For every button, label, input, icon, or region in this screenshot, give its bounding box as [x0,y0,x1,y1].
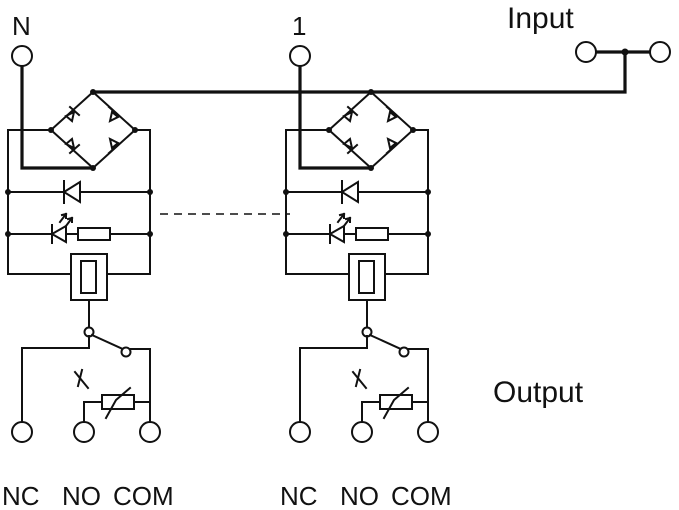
output-label: Output [493,376,584,409]
channel-2-no-label: NO [340,481,379,510]
channel-2-circuit: NC NO COM [280,45,452,510]
channel-2-nc-label: NC [280,481,318,510]
relay-contact [21,326,151,423]
relay-coil [70,253,108,329]
flyback-diode [285,180,429,204]
channel-1-no-label: NO [62,481,101,510]
relay-coil [348,253,386,329]
led-indicator [285,212,429,244]
led-resistor [355,227,389,241]
bridge-rectifier [326,89,416,171]
channel-2-no-terminal[interactable] [351,421,373,443]
channel-1-no-terminal[interactable] [73,421,95,443]
led-resistor [77,227,111,241]
led-indicator [7,212,151,244]
input-terminal-common-a[interactable] [575,41,597,63]
common-input-bus [93,41,671,94]
channel-1-nc-label: NC [2,481,40,510]
channel-2-terminal-label: 1 [292,11,306,41]
channel-2-com-label: COM [391,481,452,510]
input-label: Input [507,2,574,35]
bridge-rectifier [48,89,138,171]
channel-1-nc-terminal[interactable] [11,421,33,443]
channel-1-input-terminal[interactable] [11,45,33,67]
channel-2-input-terminal[interactable] [289,45,311,67]
flyback-diode [7,180,151,204]
channel-1-com-label: COM [113,481,174,510]
channel-2-com-terminal[interactable] [417,421,439,443]
input-terminal-common-b[interactable] [649,41,671,63]
channel-1-terminal-label: N [12,11,31,41]
varistor [73,368,151,423]
channel-1-circuit: NC NO COM [2,45,174,510]
relay-contact [299,326,429,423]
channel-2-nc-terminal[interactable] [289,421,311,443]
varistor [351,368,429,423]
channel-1-com-terminal[interactable] [139,421,161,443]
